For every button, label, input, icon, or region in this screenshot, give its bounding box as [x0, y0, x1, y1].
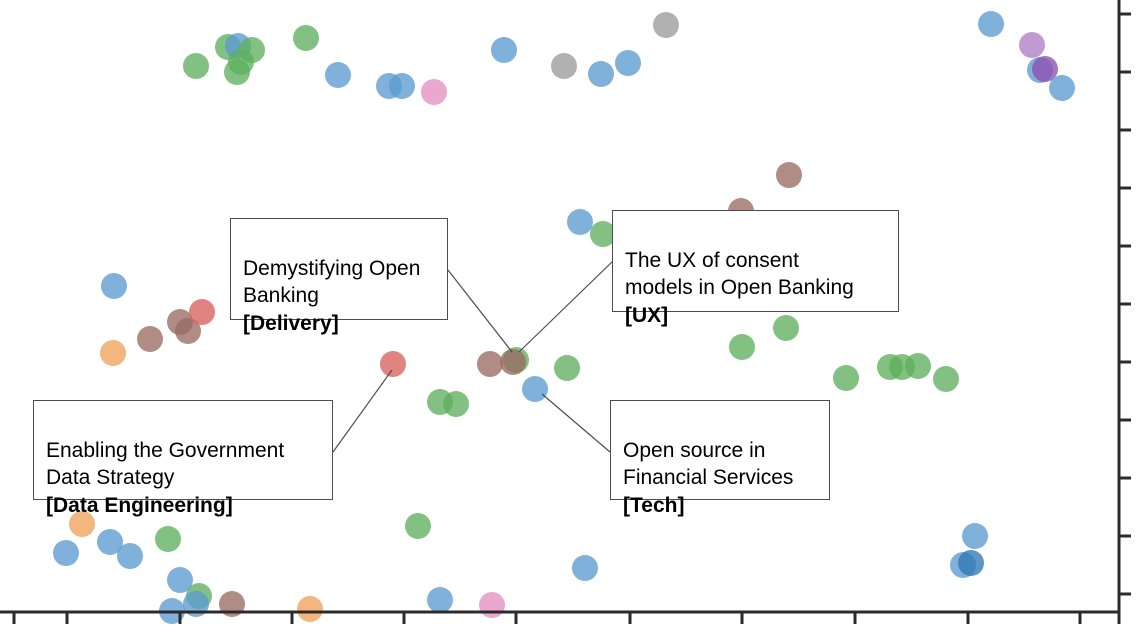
data-point[interactable]: [653, 12, 679, 38]
data-point[interactable]: [175, 318, 201, 344]
annotation-demystifying-open-banking[interactable]: Demystifying Open Banking [Delivery]: [230, 218, 448, 335]
annotation-leader-line: [518, 261, 613, 353]
data-point[interactable]: [615, 50, 641, 76]
data-point[interactable]: [167, 567, 193, 593]
data-point[interactable]: [421, 79, 447, 105]
data-point[interactable]: [1032, 56, 1058, 82]
data-point[interactable]: [773, 315, 799, 341]
data-point[interactable]: [427, 587, 453, 613]
data-point[interactable]: [590, 221, 616, 247]
data-point[interactable]: [100, 340, 126, 366]
data-point[interactable]: [729, 334, 755, 360]
annotation-title: Enabling the Government Data Strategy: [46, 438, 285, 490]
data-point[interactable]: [155, 526, 181, 552]
annotation-title: Demystifying Open Banking: [243, 256, 421, 308]
data-point[interactable]: [933, 366, 959, 392]
data-point[interactable]: [1049, 75, 1075, 101]
annotation-leader-lines-layer: [332, 261, 613, 453]
data-point[interactable]: [137, 326, 163, 352]
annotation-leader-line: [541, 393, 611, 453]
annotation-ux-of-consent-models[interactable]: The UX of consent models in Open Banking…: [612, 210, 899, 327]
annotation-category: [Data Engineering]: [46, 494, 233, 518]
data-point[interactable]: [228, 49, 254, 75]
data-point[interactable]: [297, 596, 323, 622]
data-point[interactable]: [380, 351, 406, 377]
data-point[interactable]: [567, 209, 593, 235]
data-point[interactable]: [491, 37, 517, 63]
data-point[interactable]: [443, 391, 469, 417]
data-point[interactable]: [69, 511, 95, 537]
data-point[interactable]: [572, 555, 598, 581]
data-point[interactable]: [776, 162, 802, 188]
annotation-leader-line: [332, 369, 393, 453]
annotation-leader-line: [447, 269, 513, 353]
data-point[interactable]: [905, 353, 931, 379]
data-point[interactable]: [1019, 32, 1045, 58]
data-point[interactable]: [833, 365, 859, 391]
data-point[interactable]: [551, 53, 577, 79]
data-point[interactable]: [978, 11, 1004, 37]
data-point[interactable]: [962, 523, 988, 549]
data-point[interactable]: [554, 355, 580, 381]
data-point[interactable]: [117, 543, 143, 569]
data-point[interactable]: [389, 73, 415, 99]
data-point[interactable]: [101, 273, 127, 299]
data-point[interactable]: [588, 61, 614, 87]
data-point[interactable]: [97, 529, 123, 555]
data-point[interactable]: [500, 349, 526, 375]
data-point[interactable]: [522, 376, 548, 402]
annotation-title: The UX of consent models in Open Banking: [625, 248, 854, 300]
annotation-enabling-government-data-strategy[interactable]: Enabling the Government Data Strategy [D…: [33, 400, 333, 517]
data-point[interactable]: [183, 53, 209, 79]
data-point[interactable]: [325, 62, 351, 88]
annotation-category: [Delivery]: [243, 312, 339, 336]
data-point[interactable]: [405, 513, 431, 539]
annotation-open-source-financial-services[interactable]: Open source in Financial Services [Tech]: [610, 400, 830, 517]
annotation-category: [Tech]: [623, 494, 685, 518]
data-point[interactable]: [189, 299, 215, 325]
data-point[interactable]: [958, 550, 984, 576]
annotation-title: Open source in Financial Services: [623, 438, 794, 490]
annotation-category: [UX]: [625, 304, 669, 328]
data-point[interactable]: [293, 25, 319, 51]
data-point[interactable]: [53, 540, 79, 566]
axes-layer: [0, 0, 1131, 624]
data-point[interactable]: [479, 592, 505, 618]
data-point[interactable]: [477, 351, 503, 377]
